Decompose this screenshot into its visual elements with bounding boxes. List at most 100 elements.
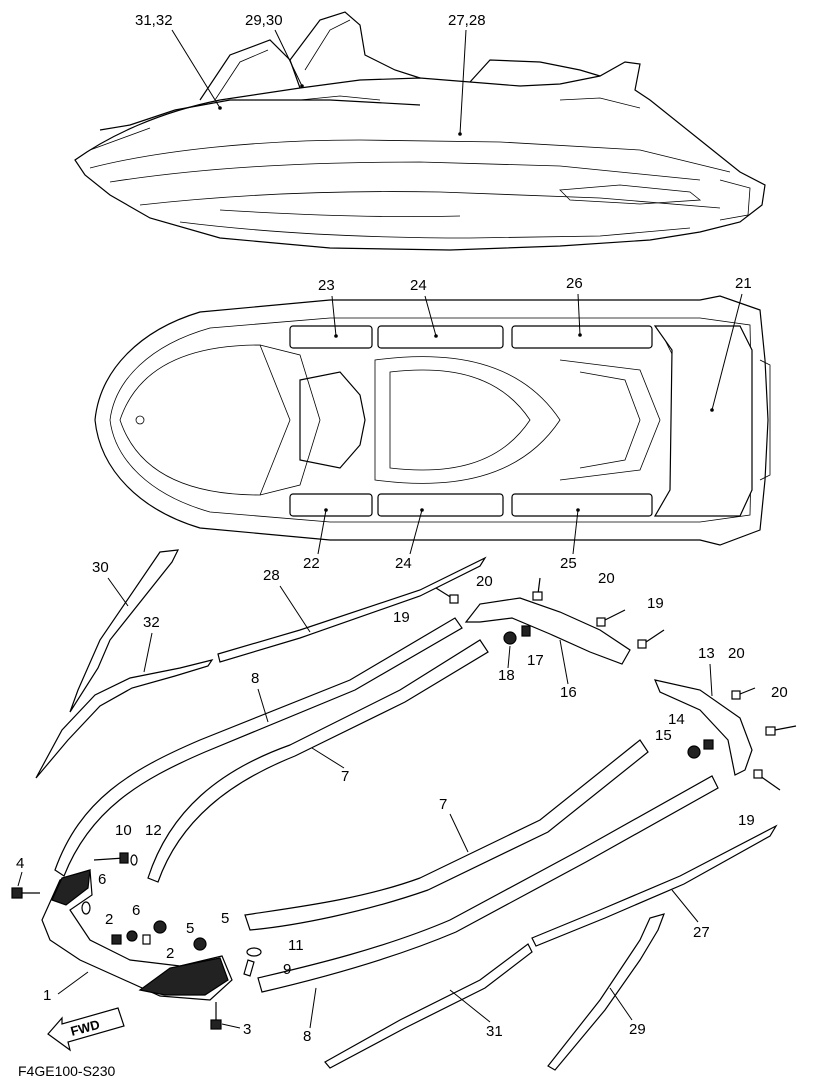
callout-3: 3	[243, 1021, 251, 1038]
diagram-code: F4GE100-S230	[18, 1063, 115, 1079]
callout-8-upper: 8	[251, 670, 259, 687]
mat-22	[289, 493, 373, 517]
rivet-20-b	[596, 609, 626, 627]
rivet-9	[243, 959, 255, 977]
callout-17: 17	[527, 652, 544, 669]
callout-19-b: 19	[647, 595, 664, 612]
bolt-17	[521, 625, 531, 637]
bolt-2-left	[111, 934, 122, 945]
fasteners	[11, 577, 797, 1030]
part-7-rail-upper	[147, 639, 489, 883]
mat-26	[511, 325, 653, 349]
callout-20-b: 20	[598, 570, 615, 587]
callout-2-right: 2	[166, 945, 174, 962]
mat-21	[653, 325, 753, 517]
callout-19-a: 19	[393, 609, 410, 626]
callout-19-c: 19	[738, 812, 755, 829]
callout-32: 32	[143, 614, 160, 631]
bolt-4	[11, 887, 40, 899]
part-28-decal	[217, 556, 487, 663]
callout-27-28: 27,28	[448, 12, 486, 29]
callout-9: 9	[283, 961, 291, 978]
callout-6-center: 6	[132, 902, 140, 919]
part-1-trim-right	[138, 957, 229, 996]
callout-31: 31	[486, 1023, 503, 1040]
rivet-20-c	[731, 687, 756, 700]
callout-24-lower: 24	[395, 555, 412, 572]
exploded-callouts: 30 32 28 8 7 20 20 19 19 17 18 16 13 20 …	[16, 559, 788, 1045]
nut-18	[503, 631, 517, 645]
clip-2-right	[142, 934, 151, 945]
callout-16: 16	[560, 684, 577, 701]
callout-6-left: 6	[98, 871, 106, 888]
rivet-20-a	[532, 577, 543, 601]
nut-5-left	[153, 920, 167, 934]
callout-4: 4	[16, 855, 24, 872]
part-8-rail-lower	[257, 775, 719, 993]
callout-27: 27	[693, 924, 710, 941]
callout-25: 25	[560, 555, 577, 572]
washer-6-left	[81, 901, 91, 915]
callout-28: 28	[263, 567, 280, 584]
callout-31-32: 31,32	[135, 12, 173, 29]
callout-13: 13	[698, 645, 715, 662]
part-27-decal	[531, 824, 778, 947]
part-13-bracket	[654, 679, 753, 776]
callout-20-d: 20	[771, 684, 788, 701]
callout-11: 11	[288, 937, 304, 954]
part-7-rail-lower	[244, 739, 649, 931]
callout-21: 21	[735, 275, 752, 292]
callout-8-lower: 8	[303, 1028, 311, 1045]
callout-14: 14	[668, 711, 685, 728]
callout-29: 29	[629, 1021, 646, 1038]
callout-2-left: 2	[105, 911, 113, 928]
part-31-decal	[324, 943, 533, 1069]
callout-12: 12	[145, 822, 162, 839]
exploded-parts: FWD	[35, 549, 778, 1071]
callout-29-30: 29,30	[245, 12, 283, 29]
callout-26: 26	[566, 275, 583, 292]
bolt-3	[210, 1002, 222, 1030]
screw-10	[93, 852, 129, 864]
mat-24-upper	[377, 325, 504, 349]
callout-10: 10	[115, 822, 132, 839]
callout-1: 1	[43, 987, 51, 1004]
nut-15	[687, 745, 701, 759]
callout-7-lower: 7	[439, 796, 447, 813]
bolt-14	[703, 739, 714, 750]
side-view-watercraft	[74, 11, 766, 251]
part-1-trim-left	[51, 869, 91, 906]
callout-5-left: 5	[186, 920, 194, 937]
callout-18: 18	[498, 667, 515, 684]
rivet-19-a	[435, 587, 459, 604]
nut-6-center	[126, 930, 138, 942]
callout-24-upper: 24	[410, 277, 427, 294]
part-29-decal	[547, 913, 665, 1071]
callout-15: 15	[655, 727, 672, 744]
nut-5-right	[193, 937, 207, 951]
rivet-19-c	[753, 769, 781, 791]
fwd-label: FWD	[69, 1017, 101, 1039]
part-8-rail-upper	[54, 617, 463, 877]
callout-23: 23	[318, 277, 335, 294]
part-32-decal	[35, 659, 214, 779]
callout-7-upper: 7	[341, 768, 349, 785]
clip-12	[130, 854, 138, 866]
rivet-20-d	[765, 725, 797, 736]
callout-20-c: 20	[728, 645, 745, 662]
callout-5-right: 5	[221, 910, 229, 927]
top-view-callouts: 23 24 26 21 22 24 25	[303, 275, 752, 572]
mat-24-lower	[377, 493, 504, 517]
top-view-watercraft	[94, 295, 771, 546]
callout-22: 22	[303, 555, 320, 572]
fwd-arrow	[47, 1007, 125, 1052]
rivet-19-b	[637, 629, 665, 649]
callout-30: 30	[92, 559, 109, 576]
part-16-bracket	[464, 597, 631, 665]
part-30-decal	[69, 549, 180, 713]
washer-11	[246, 947, 262, 957]
side-view-callouts: 31,32 29,30 27,28	[135, 12, 486, 136]
callout-20-a: 20	[476, 573, 493, 590]
mat-23	[289, 325, 373, 349]
